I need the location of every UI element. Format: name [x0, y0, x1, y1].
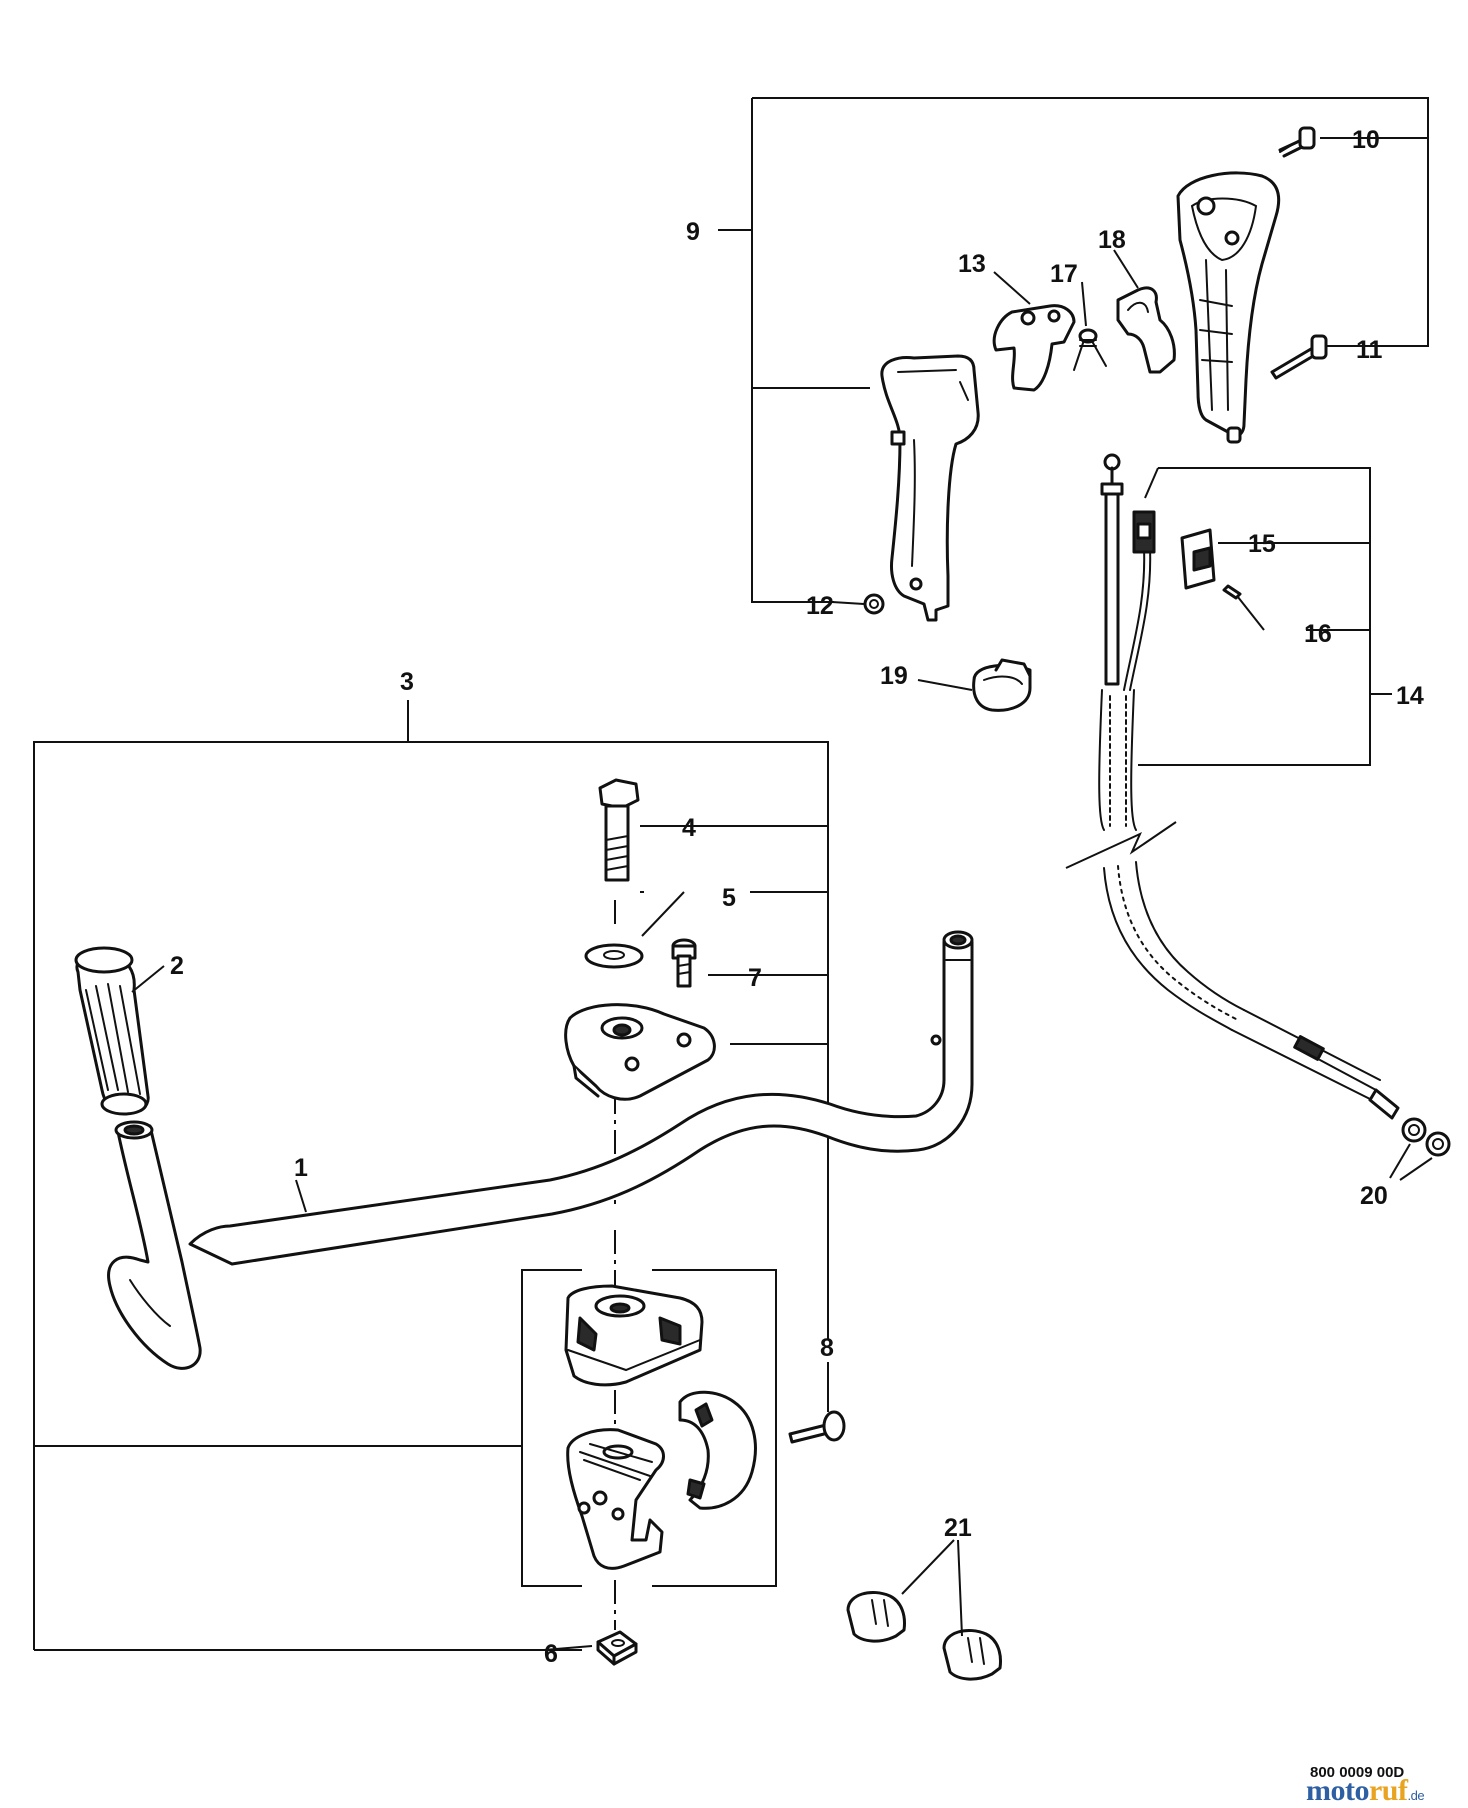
group-9-bracket: [718, 97, 1429, 603]
watermark-part1: moto: [1306, 1774, 1369, 1807]
part-19-ring: [972, 658, 1032, 712]
part-5-washer: [584, 943, 644, 969]
part-17-spring: [1073, 328, 1107, 371]
part-8-screw: [788, 1362, 846, 1444]
watermark-part2: ruf: [1368, 1774, 1408, 1807]
part-21-cable-clips: [846, 1539, 1002, 1681]
loop-handle: [107, 1120, 202, 1370]
label-part-14: 14: [1396, 682, 1424, 710]
label-part-4: 4: [682, 814, 696, 842]
lower-clamp-upper: [564, 1284, 704, 1387]
part-1-shaft: [188, 930, 974, 1266]
part-18-trigger: [1116, 286, 1176, 374]
part-7-screw: [671, 938, 697, 988]
lower-clamp-lower: [566, 1428, 665, 1570]
label-part-20: 20: [1360, 1182, 1388, 1210]
label-part-16: 16: [1304, 620, 1332, 648]
label-part-7: 7: [748, 964, 762, 992]
diagram-code: 800 0009 00D: [1310, 1764, 1405, 1781]
watermark-tld: .de: [1407, 1788, 1425, 1803]
label-part-21: 21: [944, 1514, 972, 1542]
part-labels: 1 2 3 4 5 6 7 8 9 10 11 12 13 14 15 16 1…: [170, 126, 1424, 1668]
watermark-logo: motoruf.de: [1306, 1774, 1425, 1808]
label-part-2: 2: [170, 952, 184, 980]
label-part-5: 5: [722, 884, 736, 912]
handle-left-half: [880, 354, 980, 622]
part-13-lever: [992, 304, 1076, 392]
label-part-15: 15: [1248, 530, 1276, 558]
label-part-1: 1: [294, 1154, 308, 1182]
label-part-10: 10: [1352, 126, 1380, 154]
part-12-nut: [863, 593, 885, 615]
label-part-12: 12: [806, 592, 834, 620]
label-part-6: 6: [544, 1640, 558, 1668]
part-14-throttle-cable: [1065, 453, 1400, 1120]
part-20-nuts: [1389, 1117, 1451, 1181]
part-2-grip: [74, 946, 150, 1116]
part-6-square-nut: [596, 1630, 638, 1666]
label-part-13: 13: [958, 250, 986, 278]
label-part-11: 11: [1356, 336, 1383, 364]
label-part-3: 3: [400, 668, 414, 696]
leader-lines: [131, 137, 1346, 1651]
handle-right-half: [1176, 171, 1281, 444]
clamp-insert: [678, 1390, 757, 1510]
label-part-17: 17: [1050, 260, 1078, 288]
label-part-8: 8: [820, 1334, 834, 1362]
part-16-screw: [1222, 584, 1242, 600]
label-part-19: 19: [880, 662, 908, 690]
group-14-bracket: [1138, 467, 1392, 766]
part-15-clip: [1180, 528, 1216, 590]
group-3-bracket: [33, 700, 829, 1651]
top-clamp: [564, 1003, 716, 1101]
part-4-bolt: [598, 778, 640, 882]
label-part-18: 18: [1098, 226, 1126, 254]
label-part-9: 9: [686, 218, 700, 246]
clamp-sub-bracket: [521, 1269, 777, 1587]
part-10-screw: [1278, 126, 1316, 158]
part-11-screw: [1270, 334, 1328, 380]
